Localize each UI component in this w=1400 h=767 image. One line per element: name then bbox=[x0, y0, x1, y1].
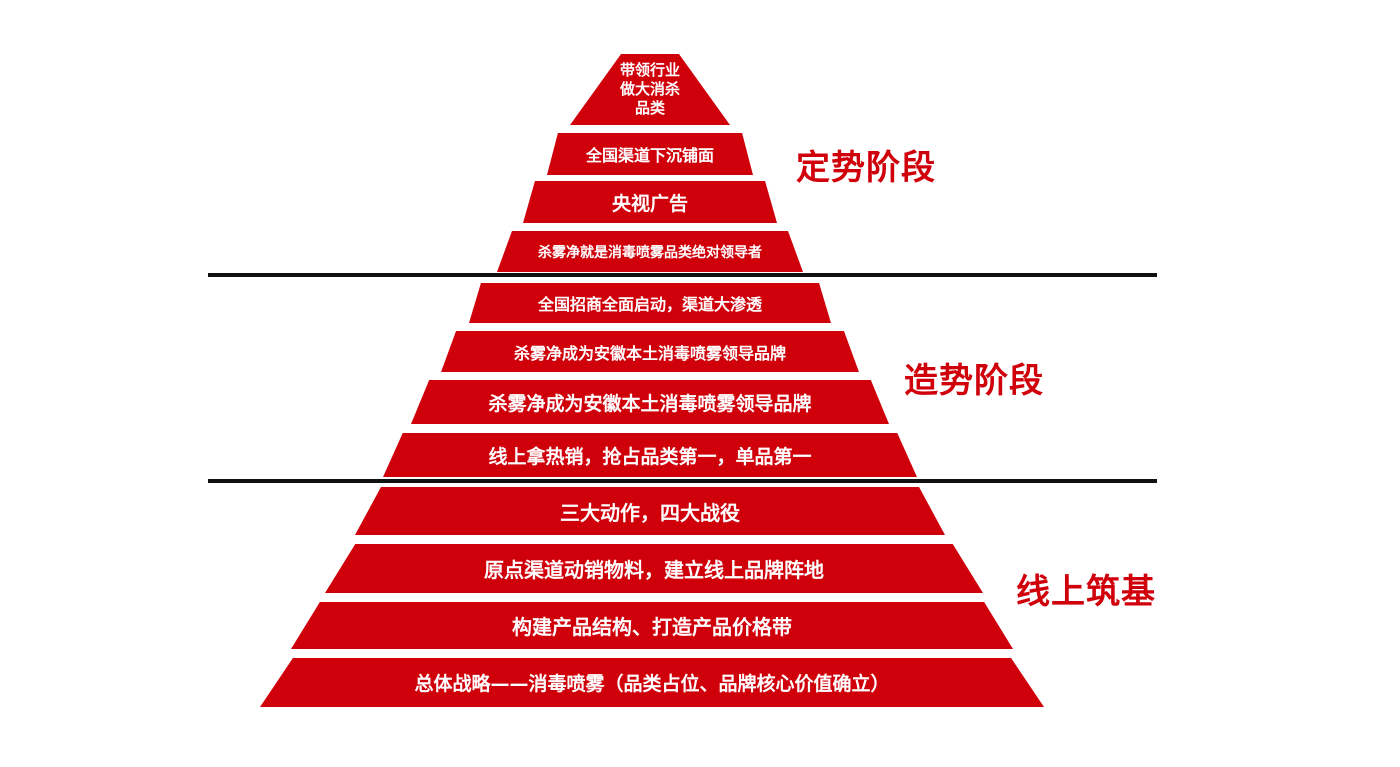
tier-6-label: 杀雾净成为安徽本土消毒喷雾领导品牌 bbox=[513, 343, 786, 363]
pyramid-tier-2: 全国渠道下沉铺面 bbox=[547, 133, 753, 175]
pyramid-tier-5: 全国招商全面启动，渠道大渗透 bbox=[469, 283, 831, 323]
pyramid-tier-6: 杀雾净成为安徽本土消毒喷雾领导品牌 bbox=[441, 331, 859, 372]
tier-1-label: 带领行业 做大消杀 品类 bbox=[619, 61, 680, 117]
tier-5-label: 全国招商全面启动，渠道大渗透 bbox=[537, 295, 762, 314]
tier-9-label: 三大动作，四大战役 bbox=[560, 500, 740, 525]
stage-label-middle: 造势阶段 bbox=[904, 361, 1044, 401]
tier-4-label: 杀雾净就是消毒喷雾品类绝对领导者 bbox=[538, 244, 762, 261]
tier-3-label: 央视广告 bbox=[611, 192, 688, 215]
stage-divider-bottom bbox=[208, 479, 1157, 483]
pyramid-tier-11: 构建产品结构、打造产品价格带 bbox=[291, 602, 1013, 649]
pyramid-tier-10: 原点渠道动销物料，建立线上品牌阵地 bbox=[325, 544, 983, 593]
pyramid-tier-8: 线上拿热销，抢占品类第一，单品第一 bbox=[383, 433, 917, 477]
pyramid-tier-7: 杀雾净成为安徽本土消毒喷雾领导品牌 bbox=[411, 380, 889, 424]
pyramid-tier-1: 带领行业 做大消杀 品类 bbox=[570, 54, 730, 125]
tier-7-label: 杀雾净成为安徽本土消毒喷雾领导品牌 bbox=[488, 392, 812, 415]
tier-12-label: 总体战略——消毒喷雾（品类占位、品牌核心价值确立） bbox=[414, 673, 890, 695]
stage-label-bottom: 线上筑基 bbox=[1016, 572, 1156, 612]
pyramid-tier-12: 总体战略——消毒喷雾（品类占位、品牌核心价值确立） bbox=[260, 658, 1044, 707]
pyramid-tier-3: 央视广告 bbox=[523, 181, 777, 223]
tier-8-label: 线上拿热销，抢占品类第一，单品第一 bbox=[488, 445, 812, 468]
pyramid-tier-4: 杀雾净就是消毒喷雾品类绝对领导者 bbox=[497, 231, 803, 272]
stage-label-top: 定势阶段 bbox=[796, 148, 936, 188]
stage-divider-top bbox=[208, 273, 1157, 277]
tier-10-label: 原点渠道动销物料，建立线上品牌阵地 bbox=[484, 558, 824, 582]
pyramid-tier-9: 三大动作，四大战役 bbox=[355, 487, 945, 535]
tier-11-label: 构建产品结构、打造产品价格带 bbox=[512, 615, 792, 639]
tier-2-label: 全国渠道下沉铺面 bbox=[585, 146, 714, 165]
